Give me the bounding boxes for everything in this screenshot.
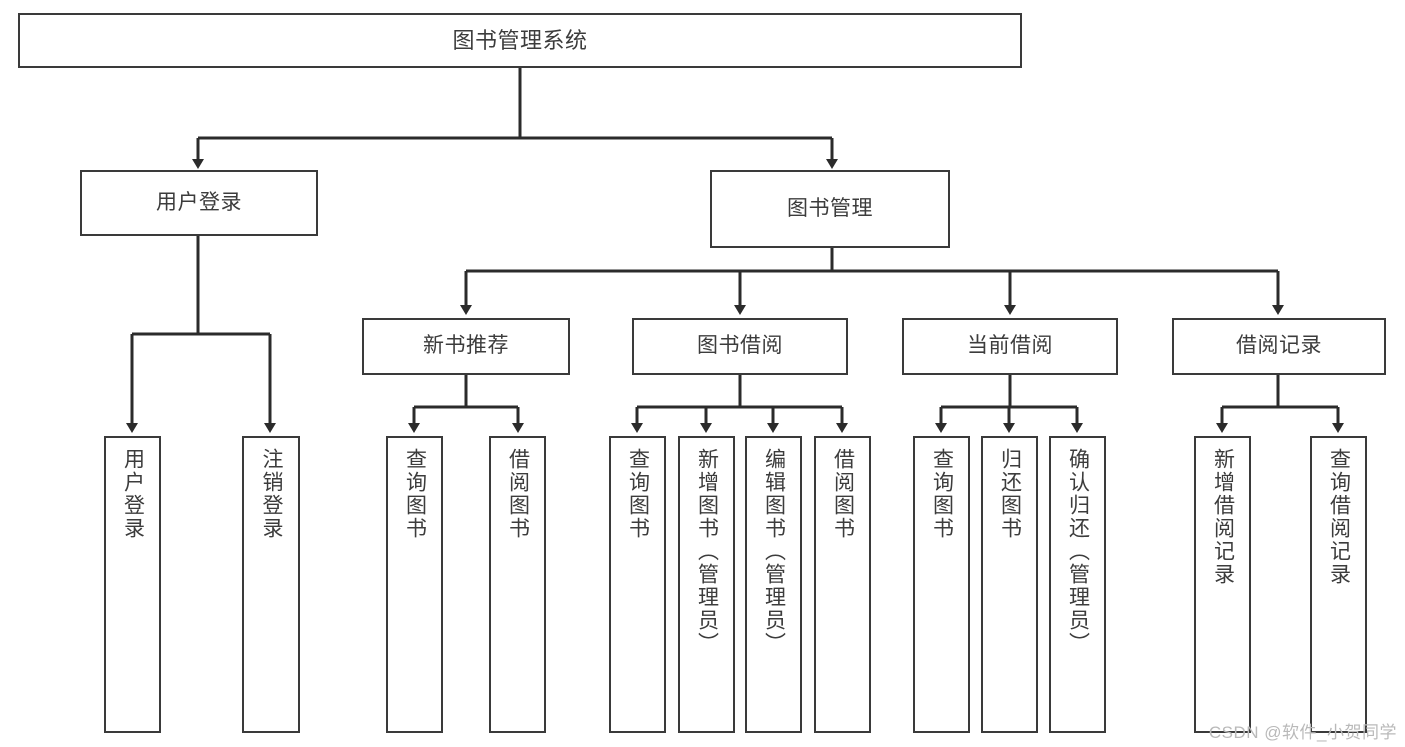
edges-root-to-level2 [192,68,838,169]
node-label: 查询借阅记录 [1327,448,1351,586]
node-root-book-management-system[interactable]: 图书管理系统 [18,13,1022,68]
edges-bookmgmt-to-level3 [460,248,1284,315]
node-label: 用户登录 [121,448,145,540]
leaf-add-book-admin[interactable]: 新增图书（管理员） [678,436,735,733]
node-book-borrowing[interactable]: 图书借阅 [632,318,848,375]
node-label: 新增借阅记录 [1211,448,1235,586]
node-label: 归还图书 [998,448,1022,540]
leaf-confirm-return-admin[interactable]: 确认归还（管理员） [1049,436,1106,733]
edges-userlogin-to-leaves [126,236,276,433]
node-label: 查询图书 [930,448,954,540]
edges-newbook-to-leaves [408,375,524,433]
node-label: 图书管理 [787,196,873,220]
node-label: 新书推荐 [423,334,509,358]
leaf-return-book[interactable]: 归还图书 [981,436,1038,733]
node-label: 编辑图书（管理员） [762,448,786,655]
node-user-login[interactable]: 用户登录 [80,170,318,236]
node-label: 用户登录 [156,190,242,214]
leaf-add-borrow-record[interactable]: 新增借阅记录 [1194,436,1251,733]
edges-bookborrow-to-leaves [631,375,848,433]
node-current-borrowing[interactable]: 当前借阅 [902,318,1118,375]
node-label: 查询图书 [403,448,427,540]
leaf-query-book-new-recommendation[interactable]: 查询图书 [386,436,443,733]
node-label: 借阅图书 [506,448,530,540]
leaf-query-borrow-record[interactable]: 查询借阅记录 [1310,436,1367,733]
node-borrowing-record[interactable]: 借阅记录 [1172,318,1386,375]
node-label: 新增图书（管理员） [695,448,719,655]
node-label: 图书借阅 [697,334,783,358]
node-label: 确认归还（管理员） [1066,448,1090,655]
leaf-logout-login[interactable]: 注销登录 [242,436,300,733]
node-new-book-recommendation[interactable]: 新书推荐 [362,318,570,375]
edges-currentborrow-to-leaves [935,375,1083,433]
node-label: 当前借阅 [967,334,1053,358]
node-book-management[interactable]: 图书管理 [710,170,950,248]
leaf-query-book-borrowing[interactable]: 查询图书 [609,436,666,733]
node-label: 图书管理系统 [452,27,588,53]
leaf-borrow-book-borrowing[interactable]: 借阅图书 [814,436,871,733]
edges-borrowrecord-to-leaves [1216,375,1344,433]
leaf-edit-book-admin[interactable]: 编辑图书（管理员） [745,436,802,733]
node-label: 借阅记录 [1236,334,1322,358]
leaf-borrow-book-new-recommendation[interactable]: 借阅图书 [489,436,546,733]
leaf-query-book-current[interactable]: 查询图书 [913,436,970,733]
node-label: 注销登录 [260,448,284,540]
leaf-user-login[interactable]: 用户登录 [104,436,161,733]
csdn-watermark: CSDN @软件_小贺同学 [1208,723,1397,742]
node-label: 查询图书 [626,448,650,540]
node-label: 借阅图书 [831,448,855,540]
